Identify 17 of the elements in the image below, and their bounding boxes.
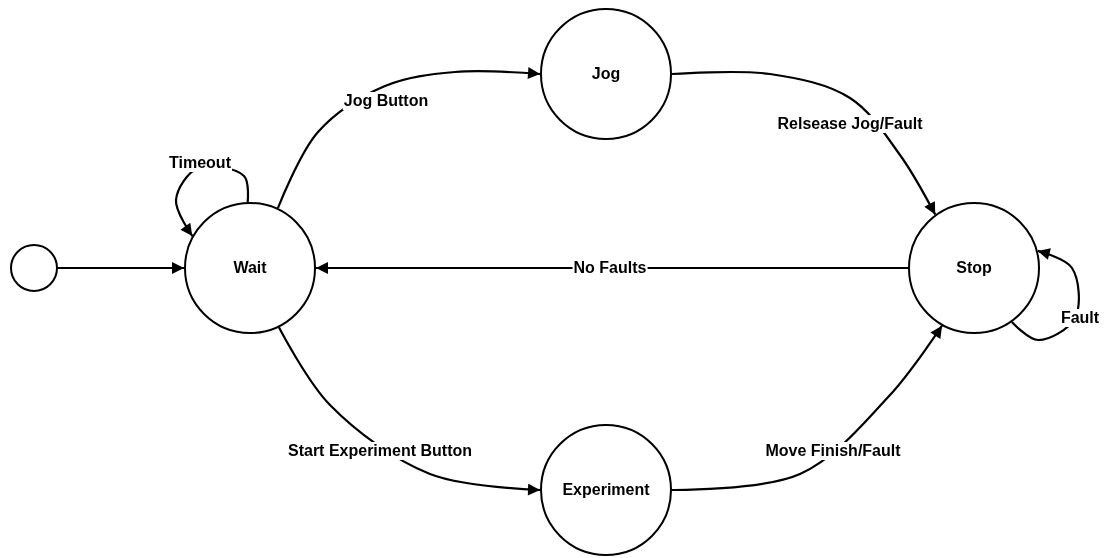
- state-name: Stop: [956, 259, 992, 277]
- state-name: Jog: [591, 65, 621, 83]
- transition-arrow: [58, 262, 184, 274]
- edge-label: Relsease Jog/Fault: [776, 115, 924, 133]
- transition-arrow: [672, 325, 943, 492]
- transition-arrow: [1011, 248, 1080, 342]
- state-name: Experiment: [562, 481, 650, 499]
- edge-label: Fault: [1059, 309, 1101, 327]
- transition-arrow: [276, 67, 541, 209]
- state-name: Wait: [233, 259, 267, 277]
- edge-label: Move Finish/Fault: [764, 442, 902, 460]
- edge-label: Jog Button: [342, 92, 430, 110]
- edge-label: Timeout: [168, 154, 232, 172]
- transition-arrow: [671, 70, 937, 216]
- transition-arrow: [277, 326, 541, 496]
- initial-state-circle: [10, 244, 58, 292]
- edge-label: Start Experiment Button: [287, 442, 473, 460]
